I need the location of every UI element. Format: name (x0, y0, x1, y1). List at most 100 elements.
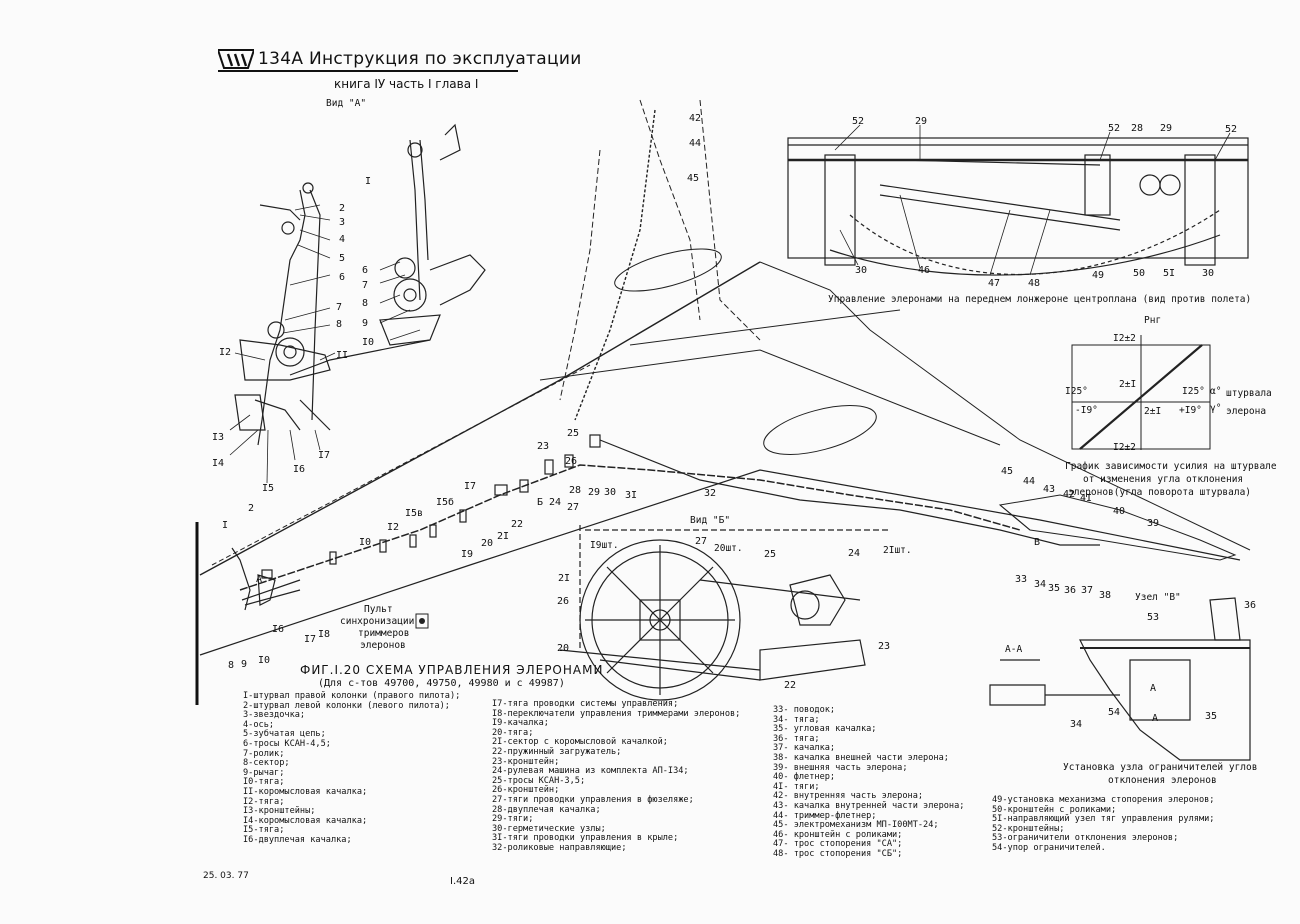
callout-number: А (1152, 713, 1159, 724)
callout-number: 5 (339, 253, 346, 264)
callout-number: 33 (1015, 574, 1028, 585)
view-b-dim: 20шт. (714, 543, 743, 554)
callout-number: 39 (1147, 518, 1160, 529)
legend-item: 5I-направляющий узел тяг управления руля… (992, 814, 1215, 825)
callout-number: 23 (878, 641, 891, 652)
callout-number: 42 (1063, 489, 1076, 500)
callout-number: I5б (436, 497, 455, 508)
callout-number: 8 (362, 298, 369, 309)
callout-number: 30 (604, 487, 617, 498)
figure-subtitle: (Для с-тов 49700, 49750, 49980 и с 49987… (318, 678, 565, 689)
callout-number: 27 (695, 536, 708, 547)
limiter-caption-line: отклонения элеронов (1108, 775, 1217, 786)
callout-number: 25 (567, 428, 580, 439)
document-subtitle: книга IУ часть I глава I (334, 77, 479, 91)
callout-number: 36 (1064, 585, 1077, 596)
callout-number: 45 (687, 173, 700, 184)
legend-item: 4-ось; (243, 719, 275, 730)
callout-number: I3 (212, 432, 225, 443)
legend-column-3: 33- поводок;34- тяга;35- угловая качалка… (773, 705, 964, 860)
legend-item: 3I-тяги проводки управления в крыле; (492, 833, 679, 844)
callout-number: 8 (336, 319, 343, 330)
document-date: 25. 03. 77 (203, 871, 249, 881)
legend-item: 48- трос стопорения "СБ"; (773, 848, 903, 859)
legend-item: I2-тяга; (243, 796, 285, 807)
spar-caption: Управление элеронами на переднем лонжеро… (828, 294, 1252, 305)
legend-item: 2I-сектор с коромысловой качалкой; (492, 737, 668, 748)
legend-item: 49-установка механизма стопорения элерон… (992, 795, 1215, 805)
callout-number: 34 (1034, 579, 1047, 590)
callout-number: 3I (625, 490, 638, 501)
legend-item: I7-тяга проводки системы управления; (492, 699, 679, 709)
legend-item: 35- угловая качалка; (773, 724, 877, 735)
graph-right-delta: +I9° (1179, 405, 1202, 416)
legend-item: 45- электромеханизм МП-I00МТ-24; (773, 820, 939, 831)
view-b-dim: I9шт. (590, 540, 619, 551)
view-a-label: Вид "А" (326, 98, 367, 109)
legend-item: II-коромысловая качалка; (243, 786, 368, 797)
callout-number: 34 (1070, 719, 1083, 730)
legend-item: 20-тяга; (492, 727, 534, 738)
callout-number: 52 (1108, 123, 1121, 134)
legend-item: I0-тяга; (243, 777, 285, 788)
callout-number: Б (537, 497, 544, 508)
callout-number: 2I (497, 531, 510, 542)
legend-item: 26-кронштейн; (492, 785, 560, 796)
graph-alpha-symbol: α° (1210, 386, 1222, 397)
callout-number: I7 (464, 481, 477, 492)
callout-number: I7 (318, 450, 331, 461)
legend-item: I9-качалка; (492, 718, 549, 729)
callout-number: 30 (855, 265, 868, 276)
callout-number: I6 (272, 624, 285, 635)
callout-number: 22 (511, 519, 524, 530)
callout-number: I8 (318, 629, 331, 640)
callout-number: I7 (304, 634, 317, 645)
callout-number: 44 (689, 138, 702, 149)
legend-item: 23-кронштейн; (492, 756, 560, 767)
callout-number: 37 (1081, 585, 1094, 596)
callout-number: I (222, 520, 229, 531)
callout-number: В (1034, 537, 1041, 548)
callout-number: 7 (336, 302, 343, 313)
trim-panel-label: Пульт (364, 604, 393, 615)
graph-inner-top: 2±I (1119, 379, 1137, 390)
callout-number: I5в (405, 508, 424, 519)
legend-item: 8-сектор; (243, 758, 290, 769)
legend-item: 27-тяги проводки управления в фюзеляже; (492, 794, 694, 805)
legend-item: 7-ролик; (243, 748, 285, 759)
callout-number: 38 (1099, 590, 1112, 601)
callout-number: 25 (764, 549, 777, 560)
callout-number: 20 (481, 538, 494, 549)
legend-item: 37- качалка; (773, 743, 836, 754)
callout-number: I0 (258, 655, 271, 666)
header-rule (218, 70, 518, 72)
callout-number: I5 (262, 483, 275, 494)
legend-item: I6-двуплечая качалка; (243, 834, 352, 845)
callout-number: 27 (567, 502, 580, 513)
callout-number: 6 (362, 265, 369, 276)
callout-number: 47 (988, 278, 1001, 289)
legend-item: 34- тяга; (773, 714, 820, 725)
legend-item: 36- тяга; (773, 733, 820, 744)
legend-item: 39- внешняя часть элерона; (773, 762, 908, 773)
callout-number: 50 (1133, 268, 1146, 279)
legend-item: 29-тяги; (492, 814, 534, 825)
callout-number: 35 (1205, 711, 1218, 722)
callout-number: 48 (1028, 278, 1041, 289)
callout-number: 30 (1202, 268, 1215, 279)
legend-item: 33- поводок; (773, 705, 836, 715)
legend-item: 3-звездочка; (243, 710, 306, 721)
callout-number: 43 (1043, 484, 1056, 495)
legend-item: 2-штурвал левой колонки (левого пилота); (243, 700, 450, 711)
callout-number: I9 (461, 549, 474, 560)
graph-caption-line: элеронов(угла поворота штурвала) (1068, 487, 1252, 498)
callout-number: 29 (915, 116, 928, 127)
callout-number: 8 (228, 660, 235, 671)
callout-number: 42 (689, 113, 702, 124)
callout-number: 36 (1244, 600, 1257, 611)
callout-number: 4I (1080, 493, 1093, 504)
graph-caption-line: от изменения угла отклонения (1083, 474, 1244, 485)
callout-number: I6 (293, 464, 306, 475)
legend-item: 22-пружинный загружатель; (492, 746, 622, 757)
callout-number: 29 (588, 487, 601, 498)
